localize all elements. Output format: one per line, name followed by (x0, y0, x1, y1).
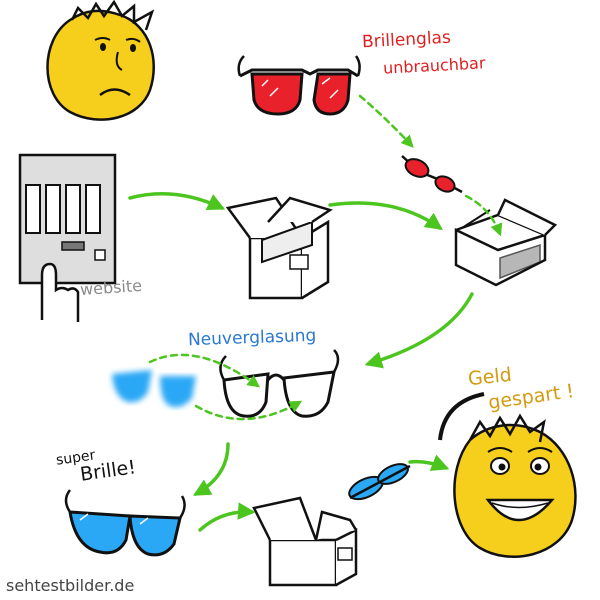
website-phone-icon (18, 153, 117, 285)
sad-face-icon (46, 0, 155, 121)
dashed-arrows (148, 94, 503, 421)
empty-frame-icon (219, 349, 340, 418)
arrow-website-to-box (128, 192, 226, 210)
arrow-new-to-return (198, 502, 256, 532)
return-box-icon (252, 496, 358, 587)
happy-face-icon (438, 392, 577, 558)
arrow-box-to-shipping (328, 201, 443, 231)
lens-pair-icon (112, 370, 196, 407)
shipping-box-icon (454, 198, 558, 287)
dashed-arrow-drop-glasses (358, 94, 414, 148)
new-glasses-icon (64, 489, 186, 557)
broken-glasses-icon (401, 155, 463, 194)
broken-glasses-icon (237, 55, 361, 116)
flow-arrows (128, 192, 474, 532)
new-glasses-icon (348, 463, 411, 501)
site-watermark: sehtestbilder.de (6, 576, 135, 595)
arrow-return-to-happy (408, 454, 450, 471)
open-box-icon (225, 196, 333, 300)
dashed-arrow-into-box (464, 194, 503, 237)
money-saved-label-line1: Geld (466, 363, 513, 391)
dashed-arrow-lens-to-frame-2 (194, 400, 303, 421)
pointing-hand-icon (40, 262, 80, 322)
arrow-shipping-to-reglaze (364, 292, 474, 369)
dashed-arrow-lens-to-frame (148, 353, 261, 388)
arrow-reglaze-to-new (192, 442, 230, 496)
